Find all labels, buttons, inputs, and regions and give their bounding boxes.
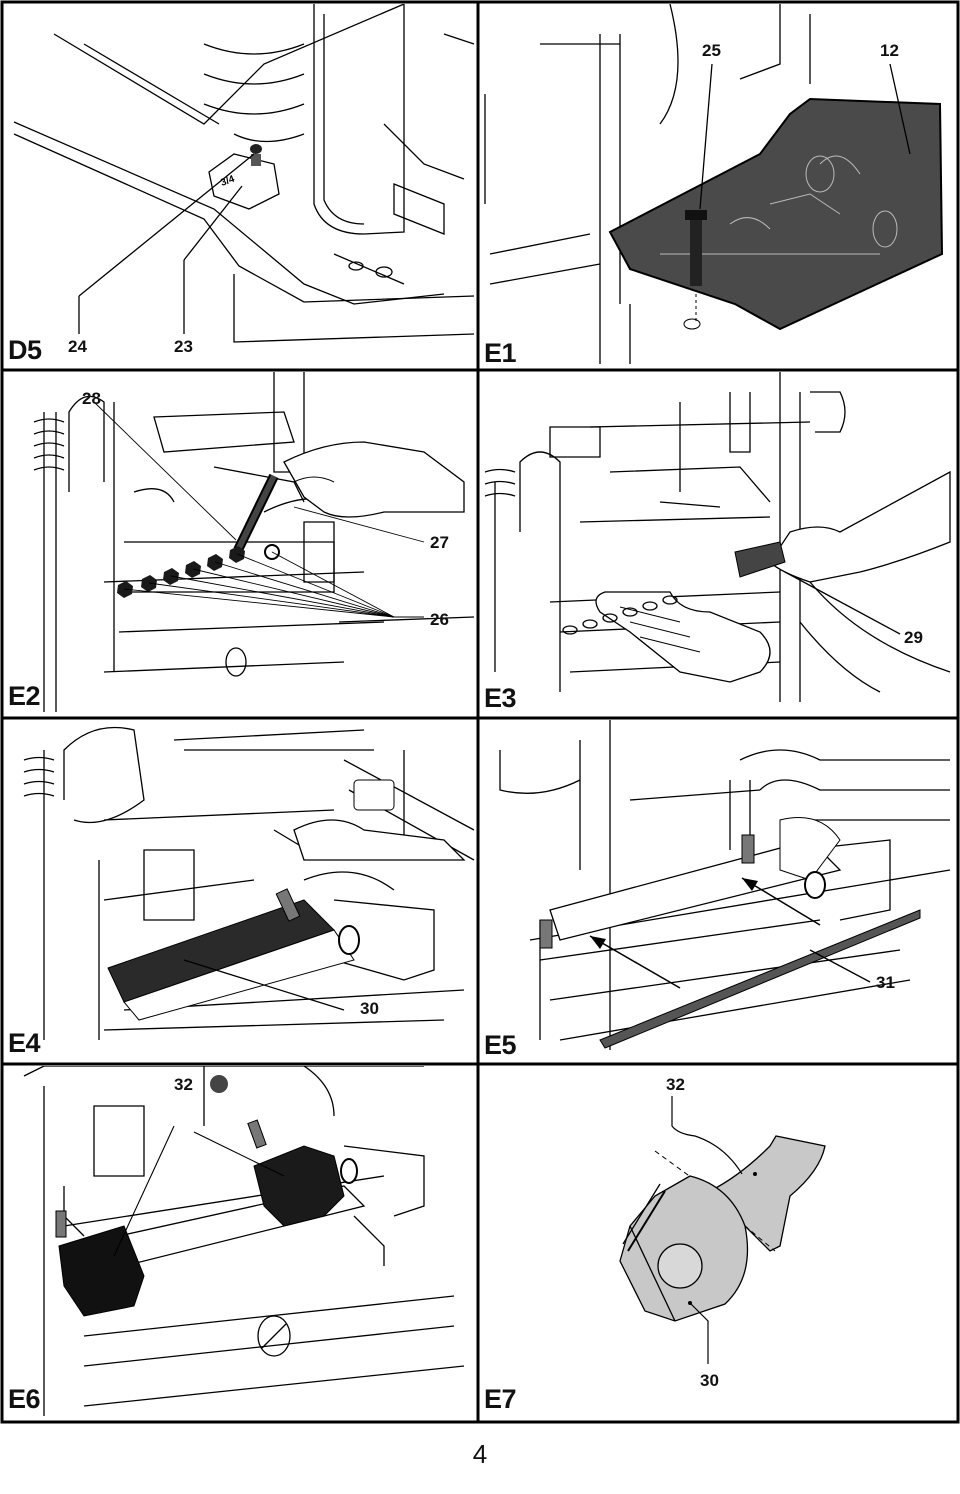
figure-label: E4 — [8, 1028, 41, 1058]
figure-d5: 3/4 D5 24 23 — [4, 4, 476, 368]
callout-label: 32 — [174, 1075, 193, 1094]
e6-illustration — [23, 1066, 465, 1416]
e5-illustration — [499, 720, 951, 1050]
callout-label: 29 — [904, 628, 923, 647]
figure-label: D5 — [8, 335, 42, 365]
figure-e1: E1 25 12 — [480, 4, 956, 368]
figure-e7: E7 32 30 — [480, 1066, 956, 1420]
e4-illustration — [23, 726, 475, 1040]
callout-label: 26 — [430, 610, 449, 629]
figure-label: E5 — [484, 1030, 517, 1060]
callout-label: 28 — [82, 389, 101, 408]
callout-label: 32 — [666, 1075, 685, 1094]
figure-e4: E4 30 — [4, 720, 476, 1062]
d5-illustration: 3/4 — [13, 4, 475, 343]
e3-illustration — [484, 372, 951, 702]
figure-label: E3 — [484, 683, 517, 713]
callout-label: 30 — [700, 1371, 719, 1390]
page-number: 4 — [472, 1439, 488, 1469]
figure-label: E7 — [484, 1384, 517, 1414]
callout-label: 12 — [880, 41, 899, 60]
callout-label: 31 — [876, 973, 895, 992]
figure-e3: E3 29 — [480, 372, 956, 716]
figure-e5: E5 31 — [480, 720, 956, 1062]
figure-e6: E6 32 — [4, 1066, 476, 1420]
figure-label: E2 — [8, 681, 41, 711]
figure-label: E1 — [484, 338, 517, 368]
figure-e2: E2 28 27 26 — [4, 372, 476, 716]
callout-label: 24 — [68, 337, 87, 356]
e7-illustration — [619, 1096, 826, 1364]
e2-illustration — [33, 372, 475, 712]
callout-label: 23 — [174, 337, 193, 356]
d5-knob-marking: 3/4 — [219, 174, 236, 189]
callout-label: 25 — [702, 41, 721, 60]
callout-label: 27 — [430, 533, 449, 552]
callout-label: 30 — [360, 999, 379, 1018]
e1-illustration — [484, 4, 944, 364]
figure-label: E6 — [8, 1384, 41, 1414]
